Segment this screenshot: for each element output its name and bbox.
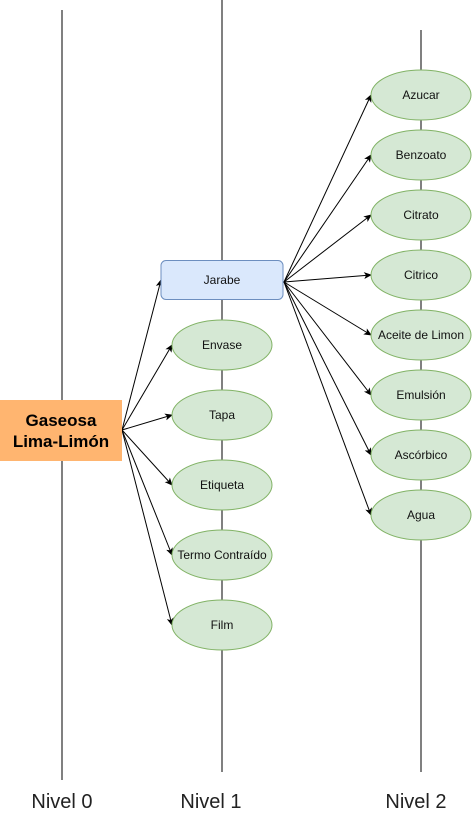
node-tapa-shape (171, 389, 273, 441)
edge-root-to-film (121, 429, 174, 626)
node-citrato-label: Citrato (403, 208, 439, 222)
node-ascorbico-shape (370, 429, 472, 481)
edge-jarabe-to-agua (283, 281, 372, 516)
node-citrico[interactable]: Citrico (370, 249, 472, 301)
node-envase[interactable]: Envase (171, 319, 273, 371)
node-emulsion-shape (370, 369, 472, 421)
edge-root-to-jarabe (121, 279, 163, 431)
level-label-1: Nivel 1 (180, 791, 241, 813)
node-emulsion-label: Emulsión (396, 388, 445, 402)
node-agua-shape (370, 489, 472, 541)
node-envase-shape (171, 319, 273, 371)
node-etiqueta[interactable]: Etiqueta (171, 459, 273, 511)
node-aceite-de-limon-label: Aceite de Limon (378, 328, 464, 342)
node-azucar-label: Azucar (402, 88, 439, 102)
level-label-0: Nivel 0 (31, 791, 92, 813)
node-tapa[interactable]: Tapa (171, 389, 273, 441)
edge-jarabe-to-benzoato (283, 154, 372, 283)
edge-jarabe-to-aceite-de-limon (283, 281, 372, 336)
node-azucar[interactable]: Azucar (370, 69, 472, 121)
node-termo-contraido-shape (171, 529, 273, 581)
node-film[interactable]: Film (171, 599, 273, 651)
edge-root-to-tapa (121, 413, 173, 431)
node-agua[interactable]: Agua (370, 489, 472, 541)
root-node-label-line1: Gaseosa (26, 411, 97, 430)
node-citrato[interactable]: Citrato (370, 189, 472, 241)
node-tapa-label: Tapa (209, 408, 235, 422)
node-ascorbico-label: Ascórbico (395, 448, 448, 462)
node-jarabe[interactable]: Jarabe (160, 260, 284, 300)
node-etiqueta-label: Etiqueta (200, 478, 244, 492)
node-aceite-de-limon[interactable]: Aceite de Limon (370, 309, 472, 361)
node-citrico-shape (370, 249, 472, 301)
node-ascorbico[interactable]: Ascórbico (370, 429, 472, 481)
node-etiqueta-shape (171, 459, 273, 511)
root-node-box (0, 400, 122, 461)
root-node[interactable]: Gaseosa Lima-Limón (0, 400, 122, 461)
node-benzoato[interactable]: Benzoato (370, 129, 472, 181)
level-label-2: Nivel 2 (385, 791, 446, 813)
edge-jarabe-to-citrico (283, 272, 372, 283)
node-benzoato-label: Benzoato (396, 148, 447, 162)
edge-root-to-termo-contraido (121, 429, 173, 556)
edge-jarabe-to-azucar (283, 94, 372, 283)
edge-root-to-envase (121, 344, 173, 431)
root-node-label-line2: Lima-Limón (13, 432, 109, 451)
node-jarabe-label: Jarabe (204, 273, 241, 287)
edge-root-to-etiqueta (121, 429, 173, 486)
node-film-shape (171, 599, 273, 651)
node-termo-contraido-label: Termo Contraído (177, 548, 267, 562)
edge-jarabe-to-emulsion (283, 281, 372, 396)
node-citrato-shape (370, 189, 472, 241)
node-citrico-label: Citrico (404, 268, 438, 282)
node-envase-label: Envase (202, 338, 242, 352)
node-jarabe-shape (160, 260, 284, 300)
node-azucar-shape (370, 69, 472, 121)
node-benzoato-shape (370, 129, 472, 181)
node-termo-contraido[interactable]: Termo Contraído (171, 529, 273, 581)
node-aceite-de-limon-shape (370, 309, 472, 361)
node-emulsion[interactable]: Emulsión (370, 369, 472, 421)
node-agua-label: Agua (407, 508, 435, 522)
edges-group (121, 94, 372, 626)
node-film-label: Film (211, 618, 234, 632)
edge-jarabe-to-citrato (283, 214, 372, 283)
edge-jarabe-to-ascorbico (283, 281, 372, 456)
